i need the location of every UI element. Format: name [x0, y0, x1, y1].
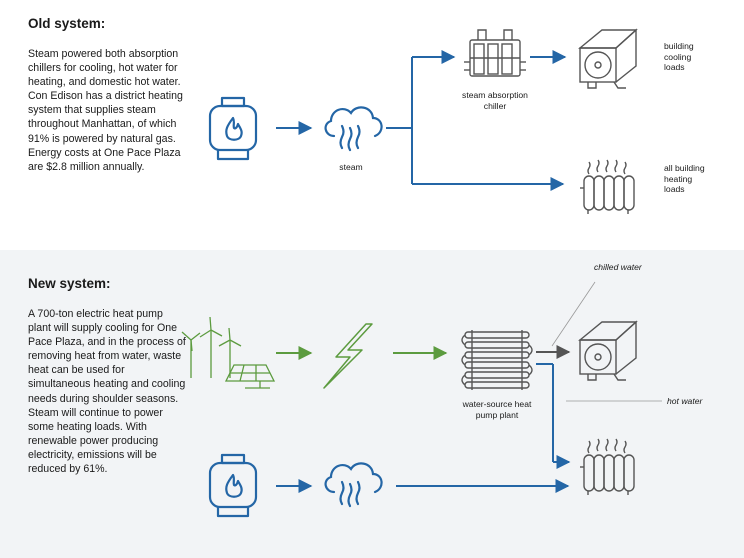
- old-system-title: Old system:: [28, 16, 106, 31]
- steam-label: steam: [339, 162, 363, 172]
- heat-pump-label: water-source heat pump plant: [462, 399, 532, 420]
- chilled-water-label: chilled water: [594, 262, 642, 272]
- old-system-panel: [0, 0, 744, 250]
- ac-unit-icon: [578, 320, 638, 381]
- hot-water-label: hot water: [667, 396, 703, 406]
- lightning-bolt-icon: [323, 323, 373, 389]
- steam-cloud-icon: [324, 462, 383, 508]
- gas-tank-icon: [208, 453, 258, 518]
- old-system-body: Steam powered both absorption chillers f…: [28, 48, 183, 173]
- gas-tank-icon: [208, 96, 258, 161]
- radiator-icon: [580, 438, 635, 495]
- new-system-title: New system:: [28, 276, 111, 291]
- solar-panel-icon: [224, 364, 276, 389]
- new-system-panel: [0, 250, 744, 558]
- absorption-chiller-icon: [464, 29, 526, 77]
- chiller-label: steam absorption chiller: [462, 90, 528, 111]
- ac-unit-icon: [578, 28, 638, 89]
- heating-loads-label: all building heating loads: [664, 163, 705, 195]
- cooling-loads-label: building cooling loads: [664, 41, 694, 73]
- steam-cloud-icon: [324, 106, 383, 152]
- heat-exchanger-icon: [461, 330, 533, 390]
- new-system-body: A 700-ton electric heat pump plant will …: [28, 308, 186, 476]
- radiator-icon: [580, 159, 635, 214]
